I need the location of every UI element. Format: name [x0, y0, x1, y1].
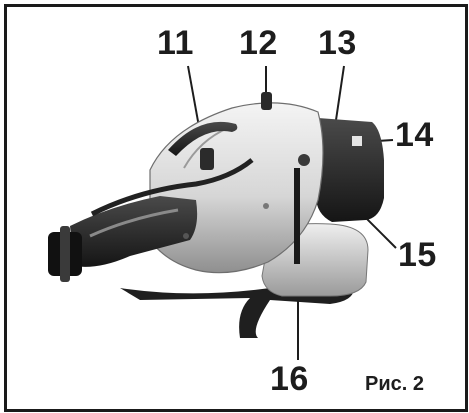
screw [263, 203, 269, 209]
callout-14: 14 [395, 116, 434, 154]
choke-lever [352, 136, 362, 146]
fuel-fitting [298, 154, 310, 166]
primer-rod [294, 168, 300, 264]
spark-plug-cap [261, 92, 272, 110]
cable [90, 158, 254, 217]
callout-12: 12 [239, 24, 278, 62]
handle [168, 121, 238, 156]
callout-15: 15 [398, 236, 437, 274]
air-filter-cover [316, 118, 384, 222]
callout-13: 13 [318, 24, 357, 62]
throttle-knob [200, 148, 214, 170]
leader-line-13 [335, 65, 345, 121]
callout-16: 16 [270, 360, 309, 398]
screw [183, 233, 189, 239]
callout-11: 11 [157, 24, 194, 62]
tube-highlight [89, 208, 179, 238]
coupling-ring [60, 226, 70, 282]
figure-caption: Рис. 2 [365, 373, 424, 395]
